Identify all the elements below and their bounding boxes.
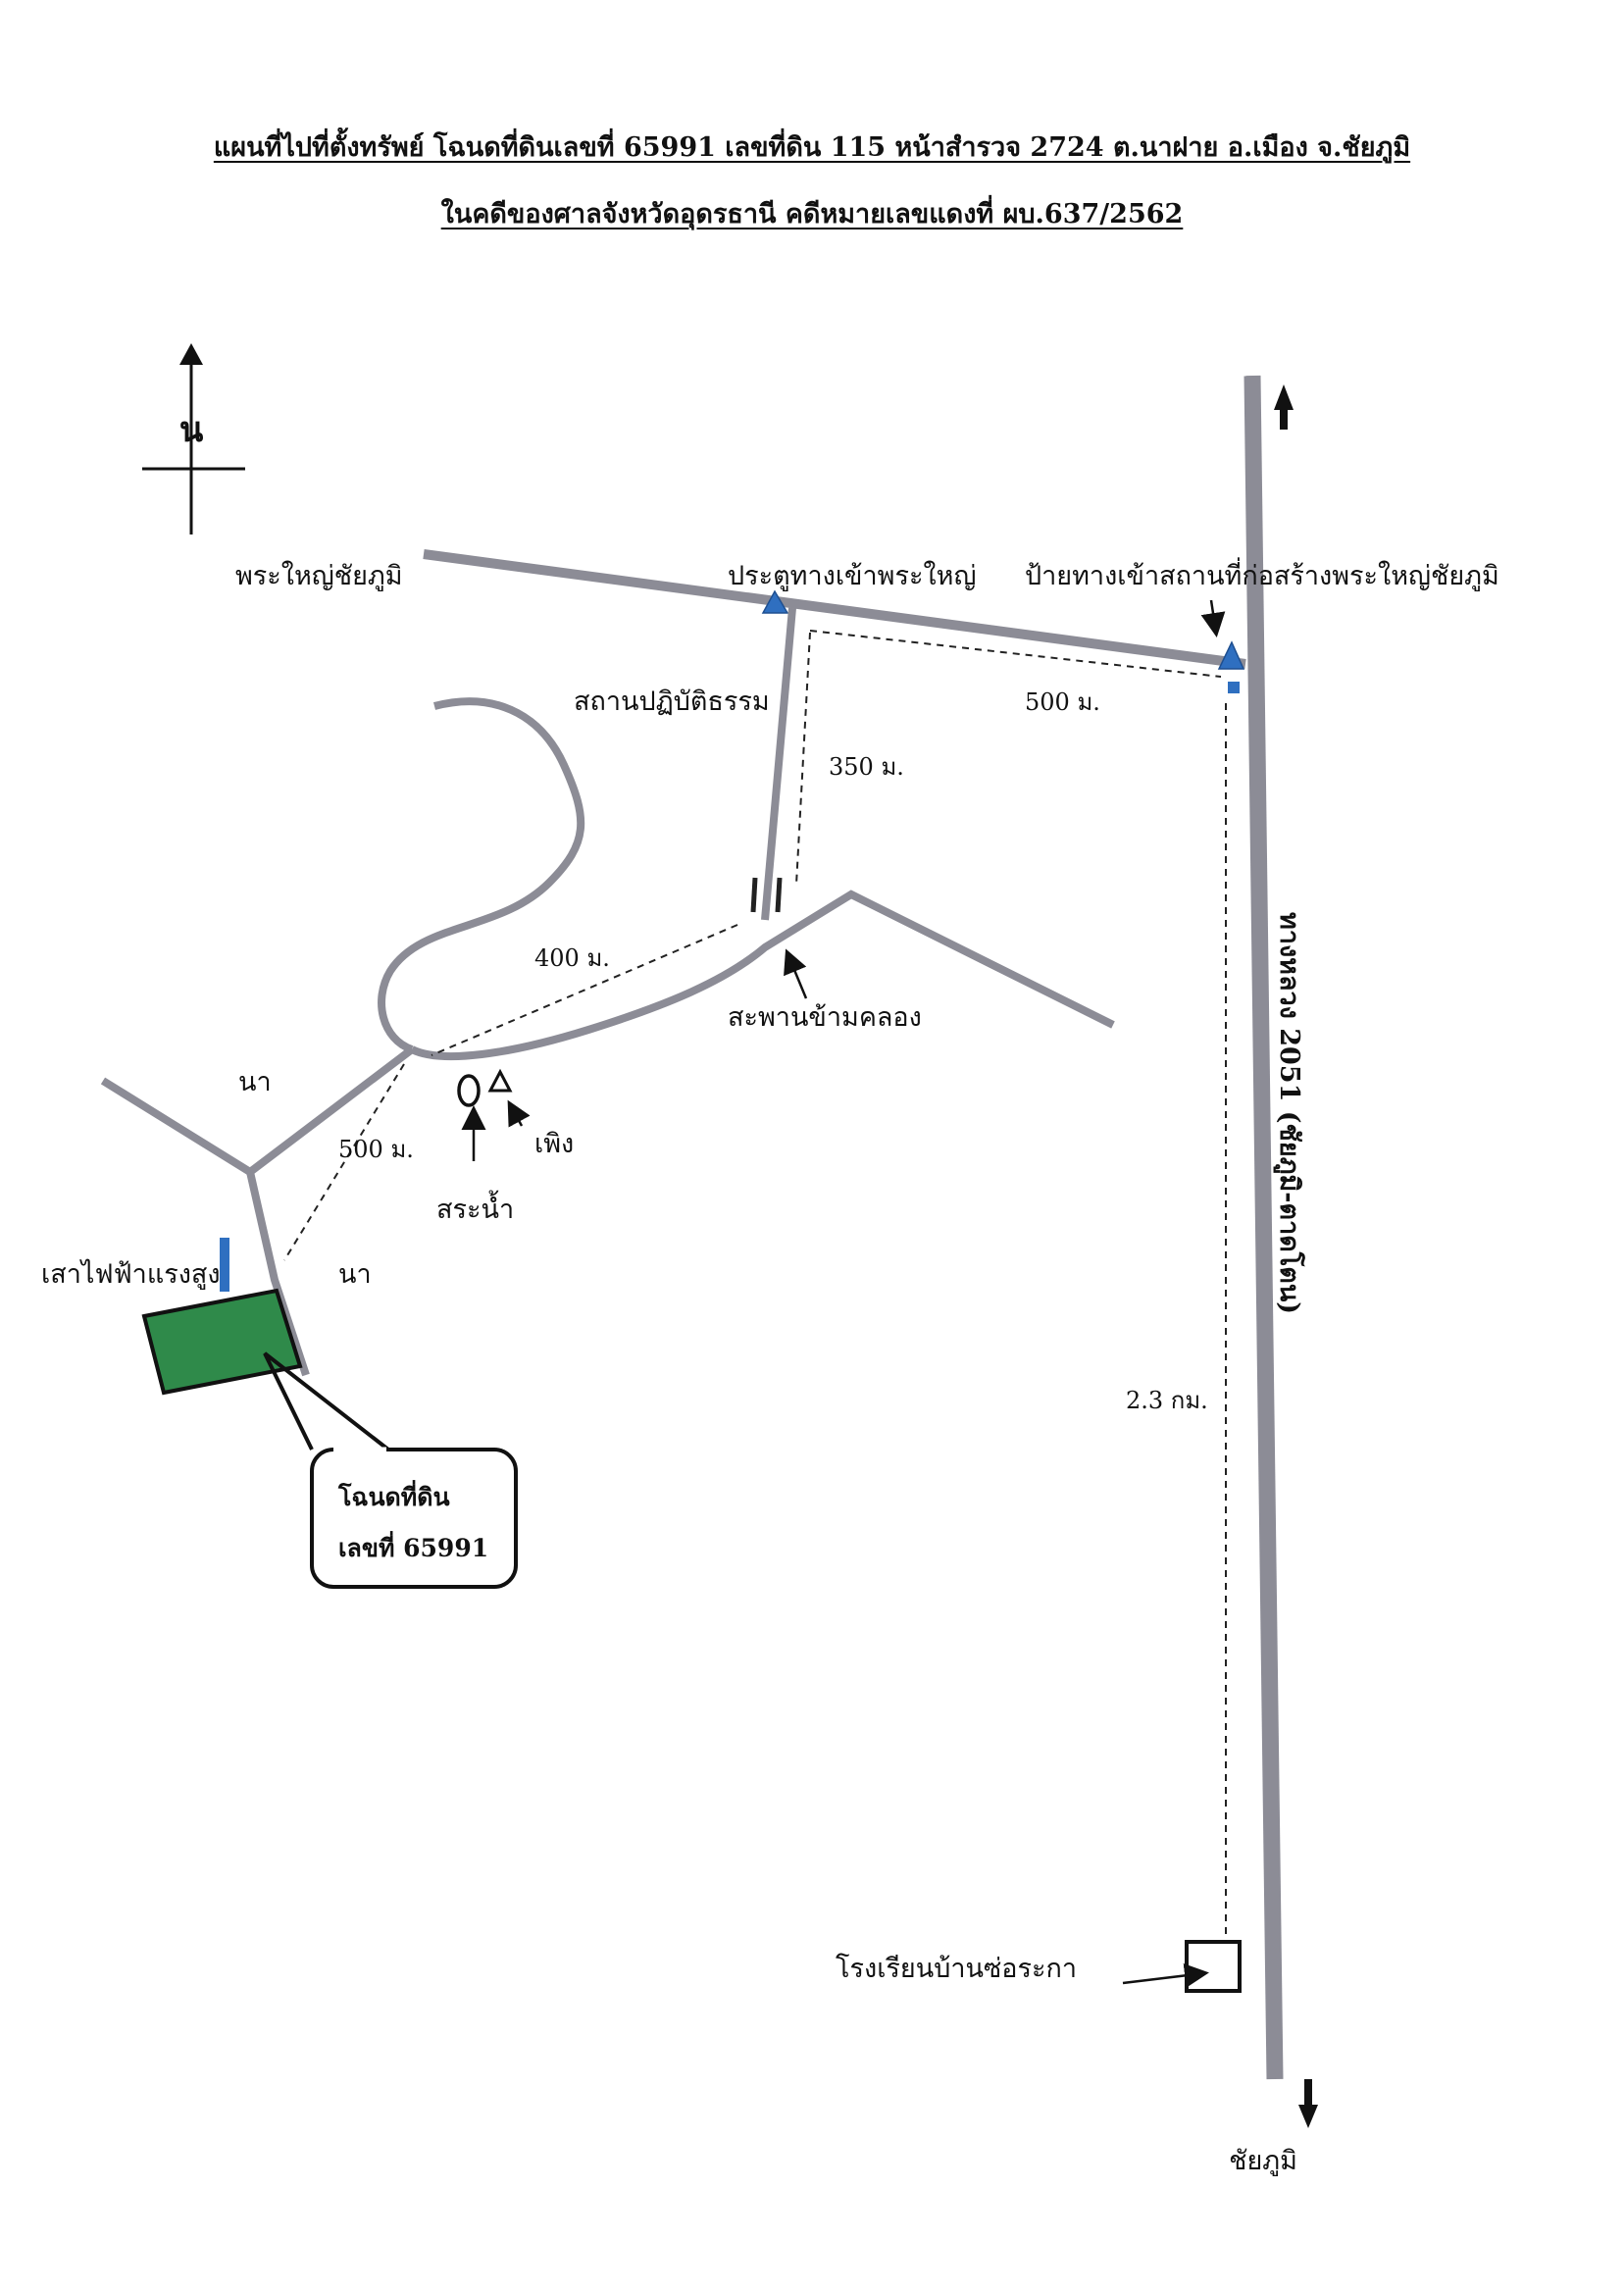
distance-bridge-to-bend: 400 ม.: [534, 944, 610, 972]
bridge-label: สะพานข้ามคลอง: [728, 1002, 922, 1033]
gate-label: ประตูทางเข้าพระใหญ่: [728, 560, 976, 591]
north-label: น: [179, 409, 204, 450]
parcel-callout-pointer: [263, 1351, 390, 1451]
highway-road: [1243, 375, 1284, 2080]
winding-road: [378, 697, 585, 1053]
field-label-north: นา: [238, 1067, 272, 1097]
distance-bend-to-parcel: 500 ม.: [338, 1136, 414, 1163]
school-icon: [1185, 1940, 1242, 1993]
sign-triangle-icon: [1217, 640, 1245, 670]
upper-road-line: [423, 549, 1246, 669]
bridge-rail-right: [775, 877, 783, 913]
upper-road: พระใหญ่ชัยภูมิ: [235, 549, 1246, 669]
north-arrow-icon: [179, 343, 203, 365]
shed-pointer-arrow: [507, 1099, 531, 1128]
map-subtitle-case: ในคดีของศาลจังหวัดอุดรธานี คดีหมายเลขแดง…: [440, 199, 1184, 229]
sign-post-icon: [1228, 682, 1240, 693]
bridge-rail-left: [750, 877, 758, 913]
highway-label: ทางหลวง 2051 (ชัยภูมิ-ตาดโตน): [1273, 912, 1306, 1314]
parcel-shape: [141, 1288, 303, 1396]
power-pole-marker: เสาไฟฟ้าแรงสูง: [41, 1238, 229, 1292]
distance-sign-to-gate: 500 ม.: [1025, 688, 1100, 716]
pond-icon: [457, 1074, 481, 1107]
school-pointer-arrow: [1122, 1962, 1209, 1988]
parcel-label-line2: เลขที่ 65991: [338, 1531, 488, 1562]
highway-2051: ทางหลวง 2051 (ชัยภูมิ-ตาดโตน) ชัยภูมิ: [1229, 375, 1318, 2176]
sign-pointer-arrow: [1200, 599, 1226, 637]
shed-label: เพิง: [534, 1129, 574, 1159]
meditation-center-label: สถานปฏิบัติธรรม: [574, 687, 770, 717]
route-bend-to-parcel-dashed: [283, 1063, 405, 1261]
field-label-east: นา: [338, 1259, 372, 1290]
power-pole-label: เสาไฟฟ้าแรงสูง: [41, 1259, 221, 1290]
field-road-lower: [246, 1171, 310, 1377]
distance-gate-to-bridge: 350 ม.: [829, 753, 904, 781]
gate-marker: ประตูทางเข้าพระใหญ่: [728, 560, 976, 614]
south-destination-label: ชัยภูมิ: [1229, 2146, 1297, 2176]
map-title: แผนที่ไปที่ตั้งทรัพย์ โฉนดที่ดินเลขที่ 6…: [213, 132, 1411, 163]
field-road-upper: [100, 1045, 415, 1177]
highway-south-arrow-icon: [1298, 2079, 1318, 2128]
sign-label: ป้ายทางเข้าสถานที่ก่อสร้างพระใหญ่ชัยภูมิ: [1025, 557, 1499, 591]
gate-triangle-icon: [761, 589, 789, 614]
route-gate-to-bridge-dashed: [795, 632, 811, 886]
gate-access-road: [761, 607, 796, 921]
route-bridge-to-bend-dashed: [431, 924, 738, 1056]
bridge-pointer-arrow: [784, 948, 808, 999]
bridge-road: [410, 890, 1115, 1060]
school-marker: โรงเรียนบ้านซ่อระกา: [836, 1940, 1242, 1993]
upper-road-west-label: พระใหญ่ชัยภูมิ: [235, 560, 403, 591]
power-pole-icon: [220, 1238, 229, 1292]
sign-marker: ป้ายทางเข้าสถานที่ก่อสร้างพระใหญ่ชัยภูมิ: [1025, 557, 1499, 693]
north-compass: น: [142, 343, 245, 535]
land-parcel: โฉนดที่ดิน เลขที่ 65991: [141, 1288, 518, 1589]
shed-marker: เพิง: [487, 1068, 574, 1159]
pond-marker: สระน้ำ: [436, 1074, 514, 1225]
school-label: โรงเรียนบ้านซ่อระกา: [836, 1954, 1077, 1984]
parcel-label-line1: โฉนดที่ดิน: [337, 1480, 450, 1511]
parcel-callout-box: [310, 1448, 518, 1589]
shed-triangle-icon: [487, 1068, 513, 1093]
distance-school-to-sign: 2.3 กม.: [1126, 1387, 1208, 1414]
route-sign-to-gate-dashed: [809, 630, 1222, 678]
pond-label: สระน้ำ: [436, 1190, 514, 1225]
bridge-marker: สะพานข้ามคลอง: [728, 877, 922, 1033]
highway-north-arrow-icon: [1274, 384, 1294, 430]
